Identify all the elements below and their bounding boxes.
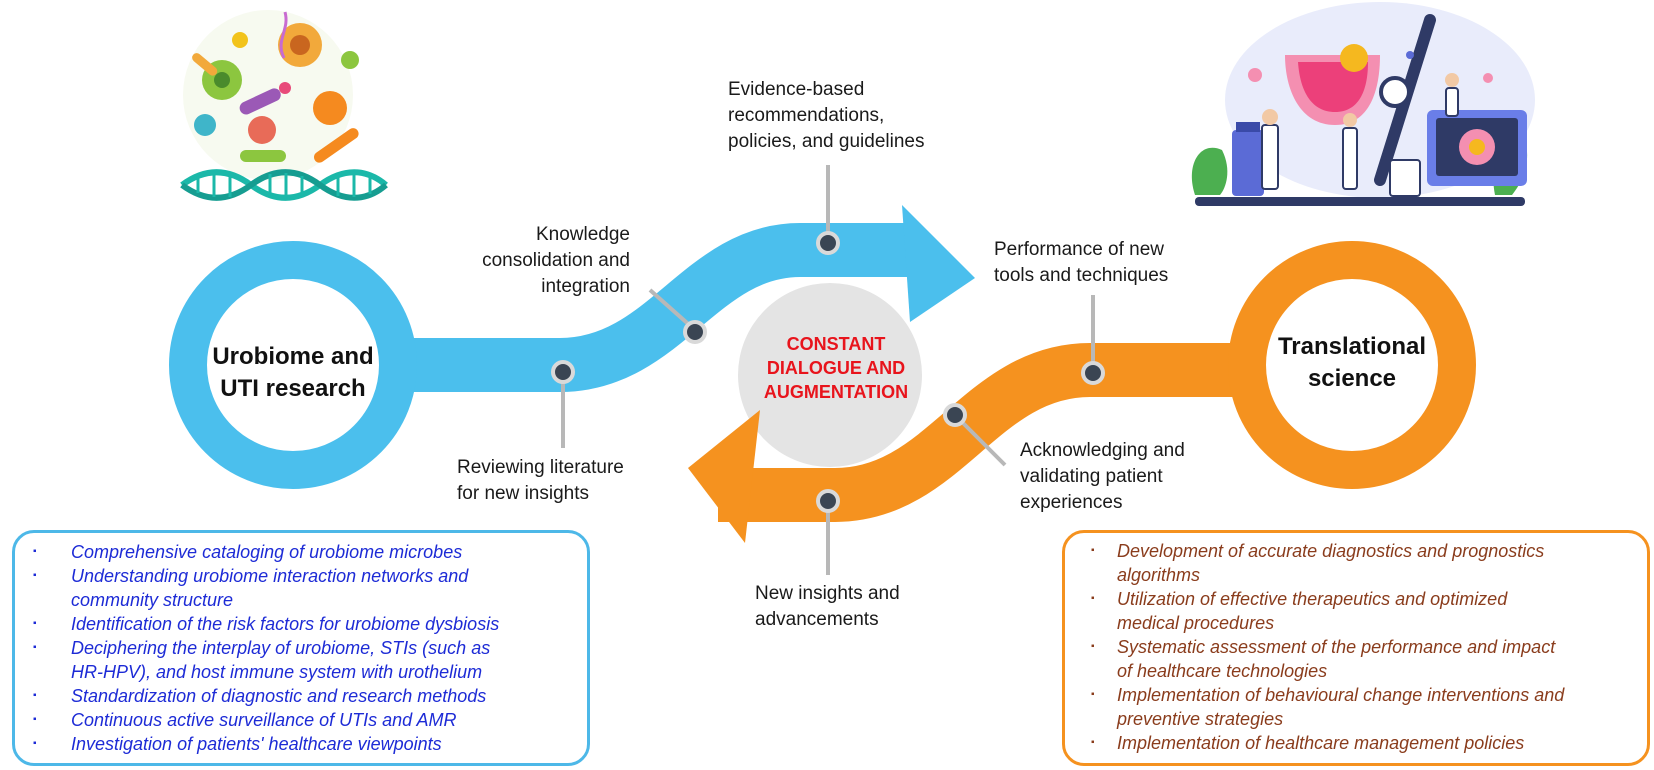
hub-line: Translational bbox=[1277, 333, 1427, 360]
list-item-text: Deciphering the interplay of urobiome, S… bbox=[71, 638, 491, 658]
list-item-text: Utilization of effective therapeutics an… bbox=[1117, 589, 1508, 609]
research-priorities-list: ▪ Comprehensive cataloging of urobiome mi… bbox=[15, 540, 579, 756]
bullet-icon: ▪ bbox=[1091, 545, 1095, 556]
translational-priorities-box: ▪ Development of accurate diagnostics and… bbox=[1062, 530, 1650, 766]
bullet-icon: ▪ bbox=[1091, 593, 1095, 604]
center-line: DIALOGUE AND bbox=[766, 358, 906, 378]
bullet-icon: ▪ bbox=[33, 642, 37, 653]
hub-line: Urobiome and bbox=[212, 343, 374, 370]
knowledge-label: Knowledge consolidation and integration bbox=[430, 222, 630, 300]
center-circle bbox=[738, 283, 922, 467]
translational-band bbox=[718, 343, 1245, 522]
list-item-text: Development of accurate diagnostics and … bbox=[1117, 541, 1545, 561]
center-label: CONSTANT DIALOGUE AND AUGMENTATION bbox=[738, 332, 934, 404]
list-item: ▪ Continuous active surveillance of UTIs … bbox=[15, 708, 579, 732]
research-ring bbox=[169, 241, 417, 489]
label-line: for new insights bbox=[457, 483, 590, 504]
label-line: tools and techniques bbox=[994, 265, 1169, 286]
research-arrowhead bbox=[902, 205, 975, 322]
label-line: experiences bbox=[1020, 492, 1123, 513]
bullet-icon: ▪ bbox=[33, 738, 37, 749]
translational-arrowhead bbox=[688, 410, 760, 543]
label-line: Evidence-based bbox=[728, 79, 865, 100]
list-item-text: preventive strategies bbox=[1117, 709, 1284, 729]
new-insights-label: New insights and advancements bbox=[755, 581, 900, 633]
label-line: Reviewing literature bbox=[457, 457, 624, 478]
bullet-icon: ▪ bbox=[33, 570, 37, 581]
bullet-icon: ▪ bbox=[33, 690, 37, 701]
list-item-text: Implementation of healthcare management … bbox=[1117, 733, 1525, 753]
list-item-text: Systematic assessment of the performance… bbox=[1117, 637, 1556, 657]
list-item: ▪ Comprehensive cataloging of urobiome mi… bbox=[15, 540, 579, 564]
list-item-text: HR-HPV), and host immune system with uro… bbox=[71, 662, 483, 682]
list-item: ▪ Investigation of patients' healthcare v… bbox=[15, 732, 579, 756]
research-priorities-box: ▪ Comprehensive cataloging of urobiome mi… bbox=[12, 530, 590, 766]
list-item-text: medical procedures bbox=[1117, 613, 1275, 633]
clinical-laboratory-illustration bbox=[1191, 2, 1535, 206]
list-item-text: Implementation of behavioural change int… bbox=[1117, 685, 1565, 705]
list-item: ▪ Understanding urobiome interaction netw… bbox=[15, 564, 579, 612]
marker-dot-new-insights bbox=[816, 489, 840, 513]
marker-dots bbox=[551, 231, 1105, 513]
list-item: ▪ Development of accurate diagnostics and… bbox=[1065, 539, 1639, 587]
marker-dot-reviewing bbox=[551, 360, 575, 384]
label-line: integration bbox=[541, 276, 630, 297]
acknowledging-label: Acknowledging and validating patient exp… bbox=[1020, 438, 1185, 516]
list-item: ▪ Deciphering the interplay of urobiome, … bbox=[15, 636, 579, 684]
list-item: ▪ Standardization of diagnostic and resea… bbox=[15, 684, 579, 708]
list-item-text: of healthcare technologies bbox=[1117, 661, 1328, 681]
label-line: advancements bbox=[755, 609, 879, 630]
performance-label: Performance of new tools and techniques bbox=[994, 237, 1168, 289]
label-line: policies, and guidelines bbox=[728, 131, 925, 152]
bullet-icon: ▪ bbox=[33, 618, 37, 629]
marker-dot-knowledge bbox=[683, 320, 707, 344]
bullet-icon: ▪ bbox=[33, 546, 37, 557]
translational-ring bbox=[1228, 241, 1476, 489]
evidence-label: Evidence-based recommendations, policies… bbox=[728, 77, 924, 155]
microbes-and-dna-illustration bbox=[180, 10, 388, 201]
list-item-text: Identification of the risk factors for u… bbox=[71, 614, 500, 634]
translational-hub-label: Translational science bbox=[1252, 331, 1452, 395]
bullet-icon: ▪ bbox=[1091, 737, 1095, 748]
bullet-icon: ▪ bbox=[1091, 641, 1095, 652]
label-line: consolidation and bbox=[482, 250, 630, 271]
list-item-text: Comprehensive cataloging of urobiome mic… bbox=[71, 542, 463, 562]
label-line: New insights and bbox=[755, 583, 900, 604]
research-hub-label: Urobiome and UTI research bbox=[193, 341, 393, 405]
label-line: Knowledge bbox=[535, 224, 630, 245]
label-line: Performance of new bbox=[994, 239, 1165, 260]
label-line: Acknowledging and bbox=[1020, 440, 1185, 461]
list-item-text: Investigation of patients' healthcare vi… bbox=[71, 734, 442, 754]
list-item: ▪ Identification of the risk factors for … bbox=[15, 612, 579, 636]
list-item: ▪ Systematic assessment of the performanc… bbox=[1065, 635, 1639, 683]
list-item: ▪ Utilization of effective therapeutics a… bbox=[1065, 587, 1639, 635]
label-line: recommendations, bbox=[728, 105, 885, 126]
research-band bbox=[395, 223, 920, 392]
marker-dot-evidence bbox=[816, 231, 840, 255]
reviewing-label: Reviewing literature for new insights bbox=[457, 455, 624, 507]
center-line: CONSTANT bbox=[786, 334, 886, 354]
label-line: validating patient bbox=[1020, 466, 1163, 487]
list-item-text: Continuous active surveillance of UTIs a… bbox=[71, 710, 457, 730]
bullet-icon: ▪ bbox=[1091, 689, 1095, 700]
list-item-text: algorithms bbox=[1117, 565, 1201, 585]
marker-dot-performance bbox=[1081, 361, 1105, 385]
bullet-icon: ▪ bbox=[33, 714, 37, 725]
list-item-text: Understanding urobiome interaction netwo… bbox=[71, 566, 469, 586]
hub-line: UTI research bbox=[220, 375, 366, 402]
marker-dot-acknowledging bbox=[943, 403, 967, 427]
list-item: ▪ Implementation of healthcare management… bbox=[1065, 731, 1639, 755]
list-item-text: community structure bbox=[71, 590, 234, 610]
center-line: AUGMENTATION bbox=[763, 382, 909, 402]
list-item: ▪ Implementation of behavioural change in… bbox=[1065, 683, 1639, 731]
list-item-text: Standardization of diagnostic and resear… bbox=[71, 686, 487, 706]
translational-priorities-list: ▪ Development of accurate diagnostics and… bbox=[1065, 539, 1639, 755]
hub-line: science bbox=[1307, 365, 1397, 392]
